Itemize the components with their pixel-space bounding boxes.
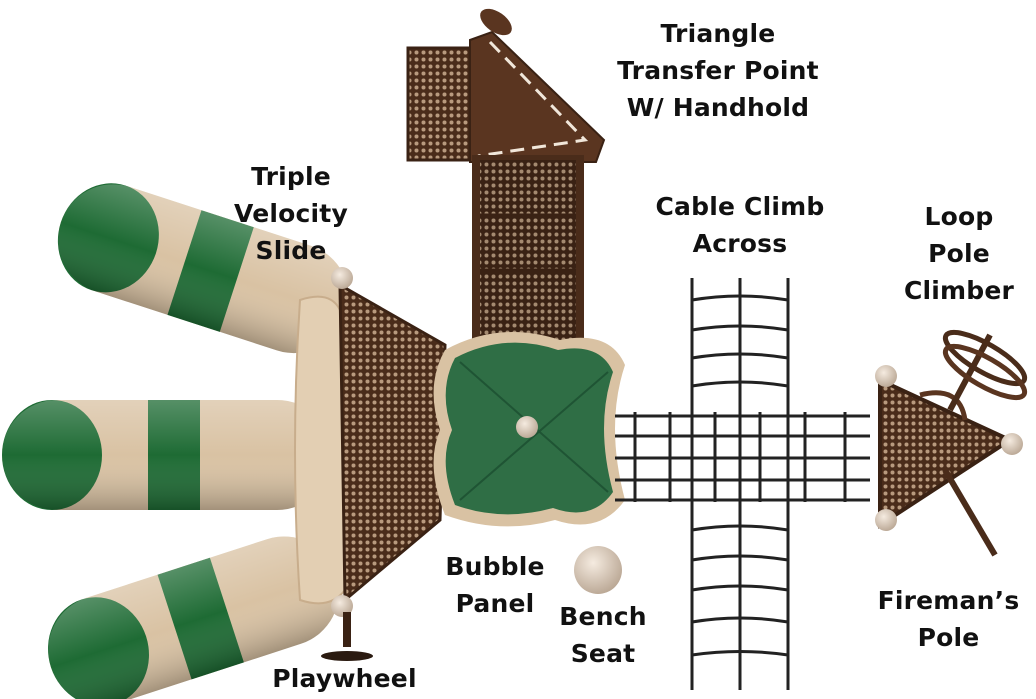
transfer-deck [469,30,606,163]
post-cap [331,595,353,617]
cable-climb-across [615,278,870,690]
label-triangle-transfer-point: Triangle Transfer Point W/ Handhold [617,19,819,122]
loop-pole-climber [942,329,1028,412]
main-deck [331,267,447,617]
label-firemans-pole: Fireman’s Pole [877,586,1020,652]
transfer-handhold [480,8,512,36]
transfer-handhold-rail [477,40,589,158]
bench-seat [574,546,622,594]
slide-entry-hood [294,295,347,605]
firemans-pole [942,468,998,557]
bubble-panel [433,332,625,527]
perforated-deck [338,282,447,604]
transfer-side-panel [406,46,472,162]
label-bubble-panel: Bubble Panel [445,552,545,618]
playwheel [321,612,373,661]
label-playwheel: Playwheel [272,664,417,693]
triangle-transfer-point [406,8,606,163]
label-loop-pole-climber: Loop Pole Climber [903,202,1015,305]
label-bench-seat: Bench Seat [559,602,647,668]
label-cable-climb-across: Cable Climb Across [655,192,825,258]
tower-deck [875,365,1023,531]
walkway-deck [472,155,584,355]
triple-velocity-slide [2,183,349,699]
post-cap [331,267,353,289]
label-triple-velocity-slide: Triple Velocity Slide [234,162,348,265]
